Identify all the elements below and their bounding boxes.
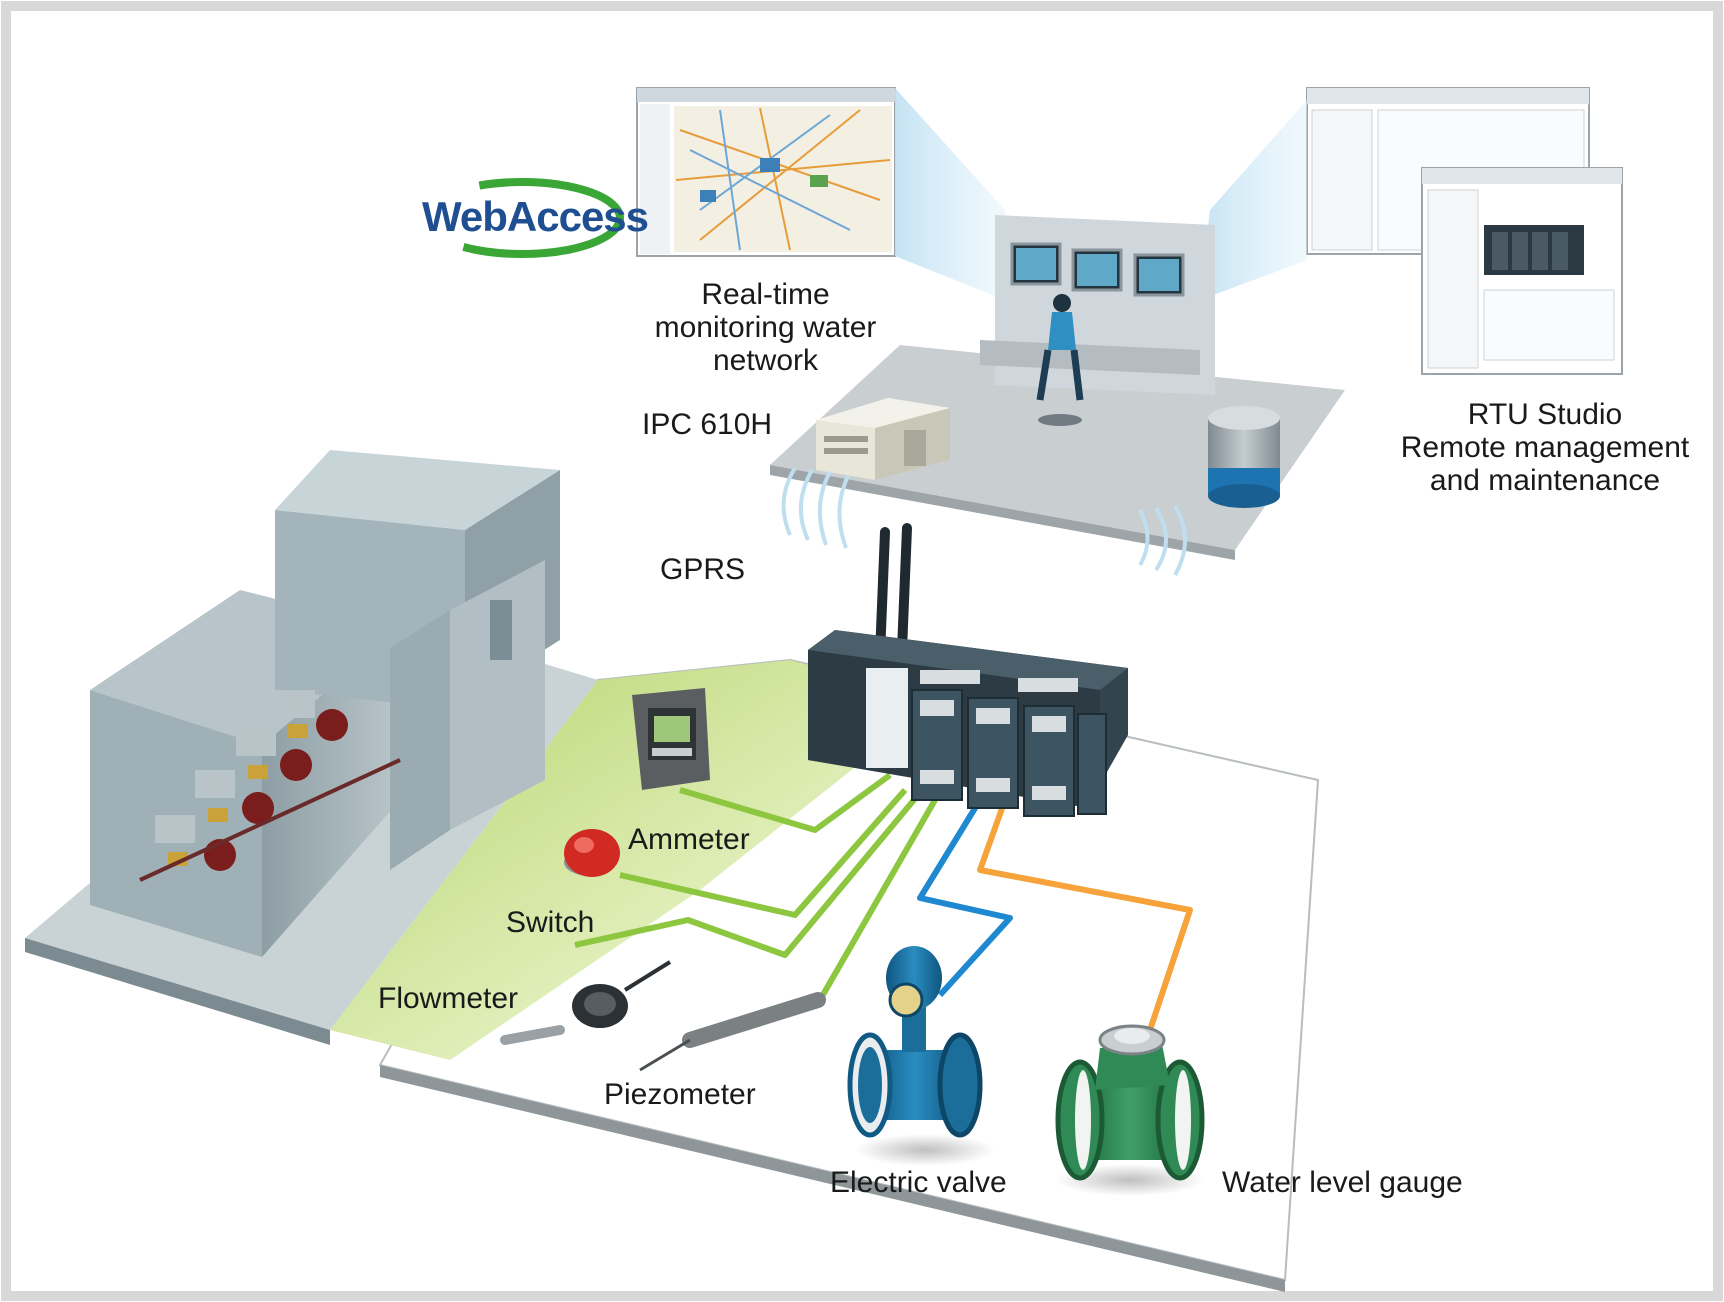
wireless-signal-icon <box>781 466 1187 576</box>
switch-label: Switch <box>506 906 595 939</box>
gauge-wire <box>977 798 1193 1031</box>
piezometer-wire <box>817 798 938 1002</box>
monitor-screenshot-icon <box>636 87 896 257</box>
water-level-gauge-label: Water level gauge <box>1222 1166 1463 1199</box>
piezometer-label: Piezometer <box>604 1078 756 1111</box>
valve-wire <box>917 798 1013 998</box>
piezometer-icon <box>639 992 826 1072</box>
realtime-line-1: Real-time <box>701 278 830 311</box>
rtu-studio-label: RTU Studio Remote management and mainten… <box>1385 398 1705 497</box>
gprs-label: GPRS <box>660 553 746 586</box>
server-icon <box>816 398 950 480</box>
wires <box>574 772 1193 1031</box>
realtime-line-3: network <box>712 344 819 377</box>
pump-station-icon <box>25 450 598 1045</box>
rtu-line-1: RTU Studio <box>1467 398 1623 431</box>
pump-row <box>139 690 401 882</box>
electric-valve-icon <box>847 946 995 1166</box>
projection-beam-right <box>1200 100 1307 300</box>
rtu-line-2: Remote management <box>1400 431 1690 464</box>
gprs-antenna-icon <box>875 523 912 660</box>
rtu-controller-icon <box>808 630 1128 817</box>
ammeter-wire <box>679 772 892 833</box>
webaccess-logo-text: WebAccess <box>422 193 649 240</box>
rtu-line-3: and maintenance <box>1429 464 1661 497</box>
ipc-label: IPC 610H <box>642 408 773 441</box>
control-room-icon <box>770 215 1345 560</box>
webaccess-logo <box>419 177 625 259</box>
switch-icon <box>564 829 620 877</box>
water-level-gauge-icon <box>1055 1024 1205 1196</box>
flowmeter-icon <box>500 960 672 1045</box>
projection-beam <box>895 88 1005 300</box>
flowmeter-wire <box>574 793 921 958</box>
switch-wire <box>619 788 908 918</box>
rtu-studio-window-icon <box>1306 87 1623 375</box>
electric-valve-label: Electric valve <box>830 1166 1007 1199</box>
flowmeter-label: Flowmeter <box>378 982 519 1015</box>
realtime-line-2: monitoring water <box>654 311 877 344</box>
ammeter-label: Ammeter <box>628 823 750 856</box>
ammeter-icon <box>632 688 710 790</box>
database-icon <box>1208 406 1280 508</box>
realtime-monitoring-label: Real-time monitoring water network <box>628 278 903 377</box>
